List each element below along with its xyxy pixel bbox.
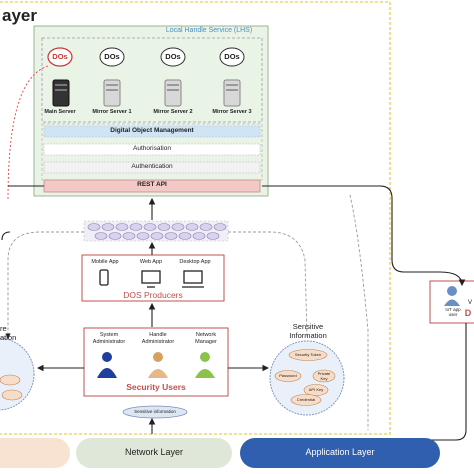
outer-layer-frame xyxy=(0,1,391,435)
sensitive-info-label: Sensitive information xyxy=(134,409,176,414)
security-users-box xyxy=(83,327,229,397)
layer-title: ayer xyxy=(2,6,37,25)
right-sensitive-title: Sensitive Information xyxy=(289,322,327,340)
left-partial-line1: re xyxy=(0,324,7,333)
bar-dom xyxy=(43,125,261,138)
app-label-web: Web App xyxy=(139,259,163,265)
producers-title: DOS Producers xyxy=(123,290,183,300)
do-label-m1: DOs xyxy=(104,52,120,61)
sensitive-item-credential: Credential xyxy=(296,397,316,402)
mobile-app-icon xyxy=(99,269,109,286)
sensitive-item-password: Password xyxy=(279,373,297,378)
left-partial-line2: ation xyxy=(0,333,17,342)
left-layer-pill xyxy=(0,438,70,468)
server-label-m3: Mirror Server 3 xyxy=(212,109,252,115)
bar-authorisation xyxy=(43,143,261,156)
sensitive-item-security-token: Security Token xyxy=(294,352,322,357)
do-label-m3: DOs xyxy=(224,52,240,61)
sensitive-item-api-key: API Key xyxy=(308,387,324,392)
do-label-main: DOs xyxy=(52,52,68,61)
right-sensitive-circle xyxy=(269,340,345,416)
bar-label-authentication: Authentication xyxy=(131,163,173,170)
desktop-app-icon xyxy=(183,270,203,284)
app-label-mobile: Mobile App xyxy=(91,259,119,265)
network-layer-pill xyxy=(76,438,232,468)
server-label-m1: Mirror Server 1 xyxy=(92,109,132,115)
app-label-desktop: Desktop App xyxy=(179,259,211,265)
web-app-icon xyxy=(141,270,161,284)
bar-authentication xyxy=(43,161,261,174)
do-label-m2: DOs xyxy=(165,52,181,61)
right-box-v: V xyxy=(467,300,472,306)
lhs-title: Local Handle Service (LHS) xyxy=(165,27,253,34)
security-users-title: Security Users xyxy=(126,382,186,392)
role-label-handle-admin: Handle Administrator xyxy=(141,332,175,345)
network-layer-label: Network Layer xyxy=(124,447,184,457)
bar-label-rest-api: REST API xyxy=(137,181,167,188)
right-box-d: D xyxy=(464,308,472,318)
application-layer-pill xyxy=(240,438,440,468)
dos-region xyxy=(41,37,263,123)
bar-label-dom: Digital Object Management xyxy=(110,127,194,134)
application-layer-label: Application Layer xyxy=(305,447,375,457)
token-chain xyxy=(87,223,227,240)
role-label-sysadmin: System Administrator xyxy=(92,332,126,345)
server-label-m2: Mirror Server 2 xyxy=(153,109,193,115)
server-icons xyxy=(52,79,241,107)
bar-label-authorisation: Authorisation xyxy=(133,145,171,152)
server-label-main: Main Server xyxy=(44,109,76,115)
role-label-network-manager: Network Manager xyxy=(195,332,217,345)
iot-user-label: IoT app user xyxy=(445,307,461,317)
do-ovals xyxy=(47,47,245,67)
sensitive-item-private-key: Private Key xyxy=(317,371,331,381)
